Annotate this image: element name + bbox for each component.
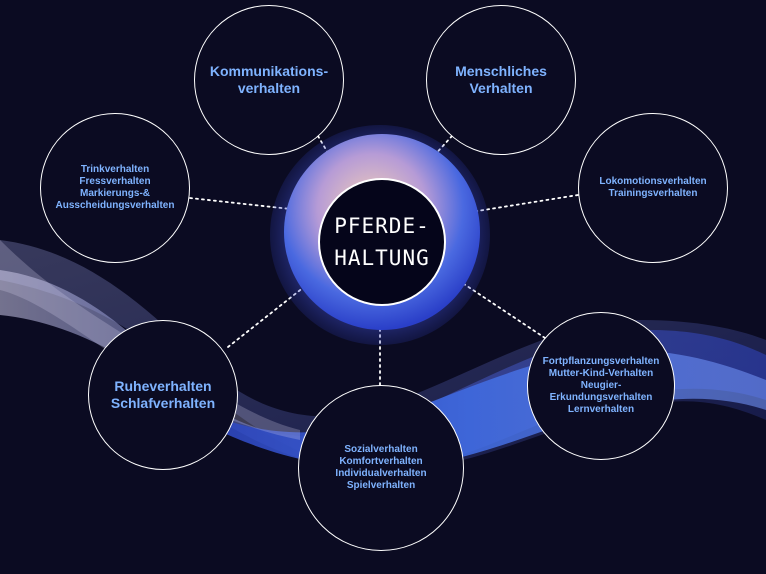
node-trinkverhalten: Trinkverhalten Fressverhalten Markierung… (40, 113, 190, 263)
node-sozialverhalten: Sozialverhalten Komfortverhalten Individ… (298, 385, 464, 551)
center-label: PFERDE- HALTUNG (334, 214, 430, 270)
node-lokomotion: Lokomotionsverhalten Trainingsverhalten (578, 113, 728, 263)
node-label: Sozialverhalten Komfortverhalten Individ… (335, 444, 427, 491)
node-label: Trinkverhalten Fressverhalten Markierung… (55, 164, 175, 211)
node-label: Lokomotionsverhalten Trainingsverhalten (599, 176, 707, 199)
node-menschliches-verhalten: Menschliches Verhalten (426, 5, 576, 155)
node-label: Fortpflanzungsverhalten Mutter-Kind-Verh… (542, 356, 660, 415)
node-label: Kommunikations- verhalten (209, 63, 329, 96)
center-node-pferdehaltung: PFERDE- HALTUNG (318, 178, 446, 306)
node-fortpflanzung: Fortpflanzungsverhalten Mutter-Kind-Verh… (527, 312, 675, 460)
node-label: Menschliches Verhalten (455, 63, 547, 96)
node-label: Ruheverhalten Schlafverhalten (110, 378, 216, 411)
node-kommunikation: Kommunikations- verhalten (194, 5, 344, 155)
node-ruheverhalten: Ruheverhalten Schlafverhalten (88, 320, 238, 470)
